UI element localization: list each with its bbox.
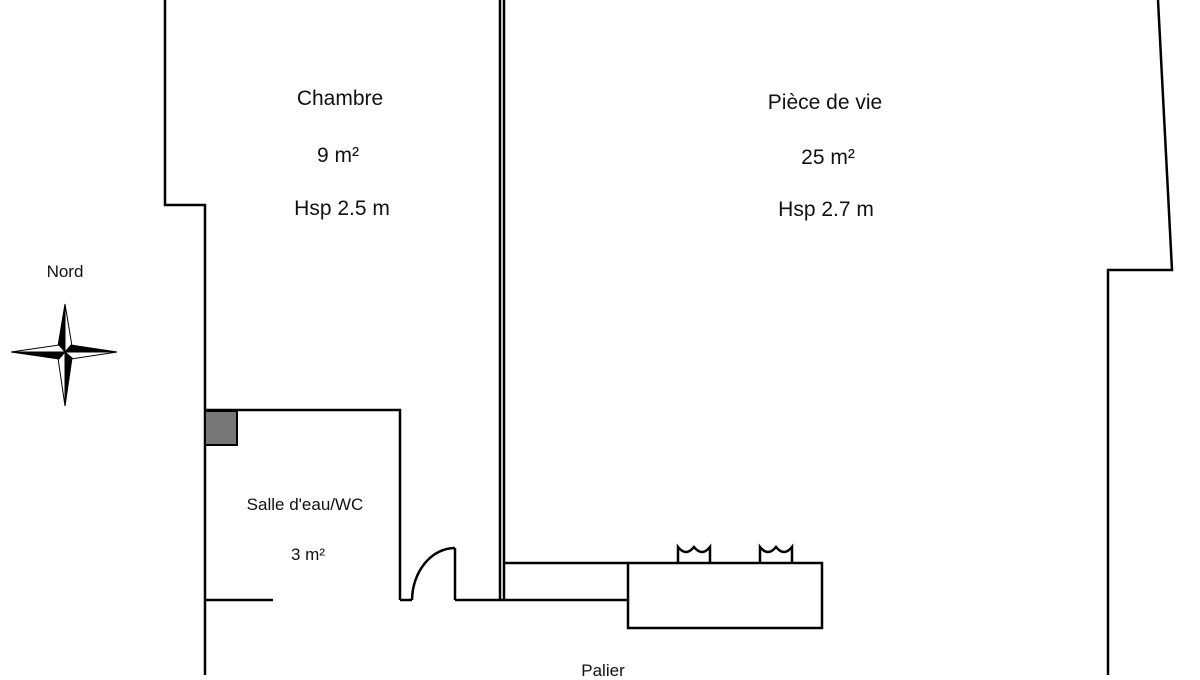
compass-label: Nord: [46, 262, 84, 281]
bathroom-top-wall: [205, 408, 402, 600]
chambre-area: 9 m²: [317, 144, 359, 167]
burner-icon: [758, 543, 794, 563]
piece-de-vie-height: Hsp 2.7 m: [778, 198, 874, 221]
burner-icon: [676, 543, 712, 563]
chambre-name: Chambre: [296, 87, 384, 110]
chambre-left-wall: [163, 0, 207, 675]
bathroom-door-arc: [410, 546, 456, 601]
right-exterior-wall: [1106, 0, 1174, 675]
kitchen-counter: [626, 561, 824, 630]
compass-rose-icon: [10, 303, 118, 407]
piece-de-vie-name: Pièce de vie: [767, 91, 883, 114]
salle-deau-name: Salle d'eau/WC: [246, 495, 364, 514]
walls: [163, 0, 1174, 675]
piece-de-vie-area: 25 m²: [801, 146, 855, 169]
palier-name: Palier: [581, 661, 625, 680]
salle-deau-area: 3 m²: [291, 545, 325, 564]
chambre-height: Hsp 2.5 m: [294, 197, 390, 220]
technical-shaft: [204, 410, 238, 446]
